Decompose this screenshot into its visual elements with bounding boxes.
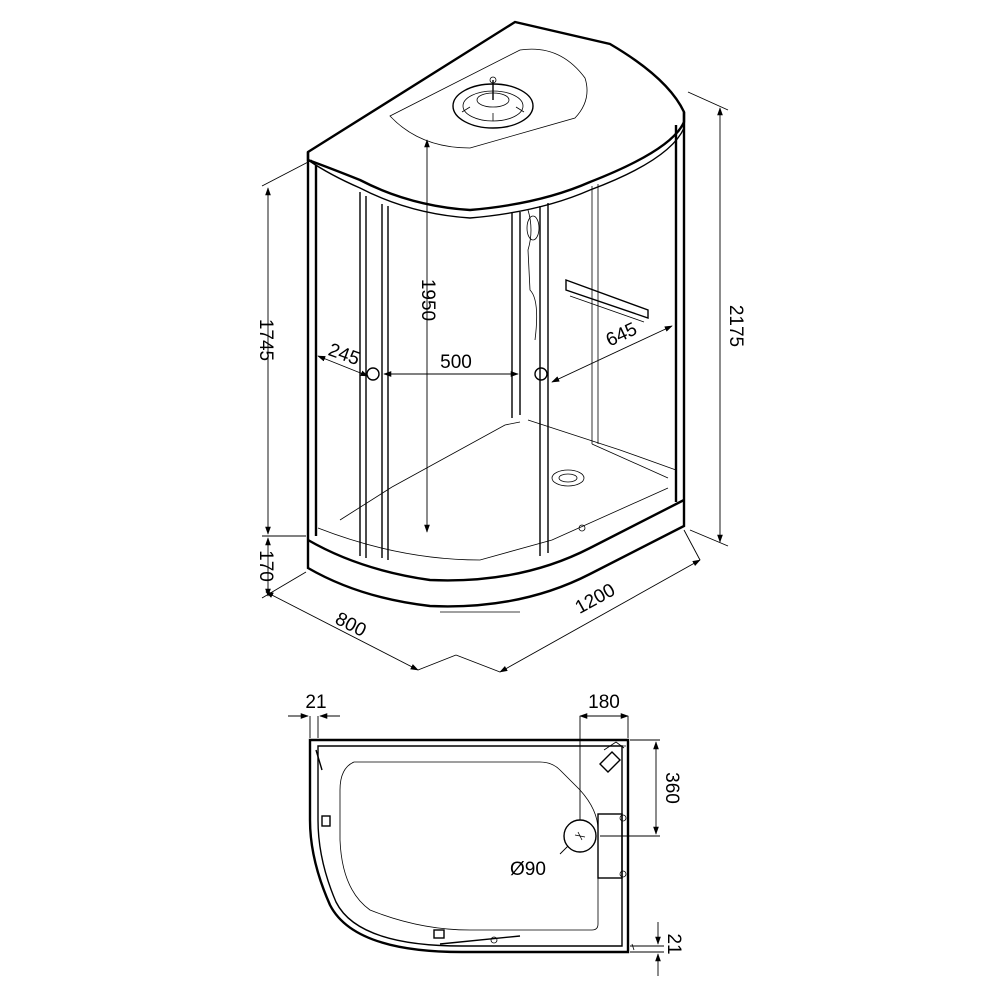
label-cabin-height: 1745 [255, 319, 276, 361]
base-tray [306, 443, 686, 613]
plan-view: 21 180 360 Ø90 21 [288, 692, 684, 976]
dim-door-opening: 500 [383, 352, 519, 377]
dim-corner-depth: 360 [600, 739, 682, 837]
dim-cabin-height: 1745 170 [255, 159, 313, 599]
label-back-panel: 645 [603, 319, 641, 351]
dim-wall-gap-top: 21 [288, 692, 340, 738]
label-total-height: 2175 [725, 305, 746, 347]
label-depth: 800 [332, 609, 370, 642]
corner-fitting-icon [598, 741, 626, 773]
dim-drain-diameter: Ø90 [510, 845, 569, 880]
dim-back-panel: 645 [551, 319, 673, 383]
dim-depth: 800 [265, 591, 457, 671]
label-side-panel: 245 [325, 340, 362, 371]
label-wall-gap-bottom: 21 [663, 933, 684, 954]
label-inner-height: 1950 [417, 279, 438, 321]
label-corner-offset: 180 [588, 692, 620, 713]
dim-corner-offset: 180 [579, 692, 629, 820]
roof [306, 20, 686, 219]
label-width: 1200 [572, 580, 619, 619]
dim-inner-height: 1950 [417, 139, 438, 533]
label-wall-gap-top: 21 [305, 692, 326, 713]
dim-total-height: 2175 [687, 91, 746, 547]
dim-width: 1200 [455, 529, 701, 673]
label-door-opening: 500 [440, 352, 472, 373]
label-base-height: 170 [255, 550, 276, 582]
isometric-view: 2175 1745 170 800 1200 1950 [255, 20, 746, 673]
dim-wall-gap-bottom: 21 [630, 922, 684, 976]
label-corner-depth: 360 [661, 772, 682, 804]
label-drain-diameter: Ø90 [510, 859, 546, 880]
